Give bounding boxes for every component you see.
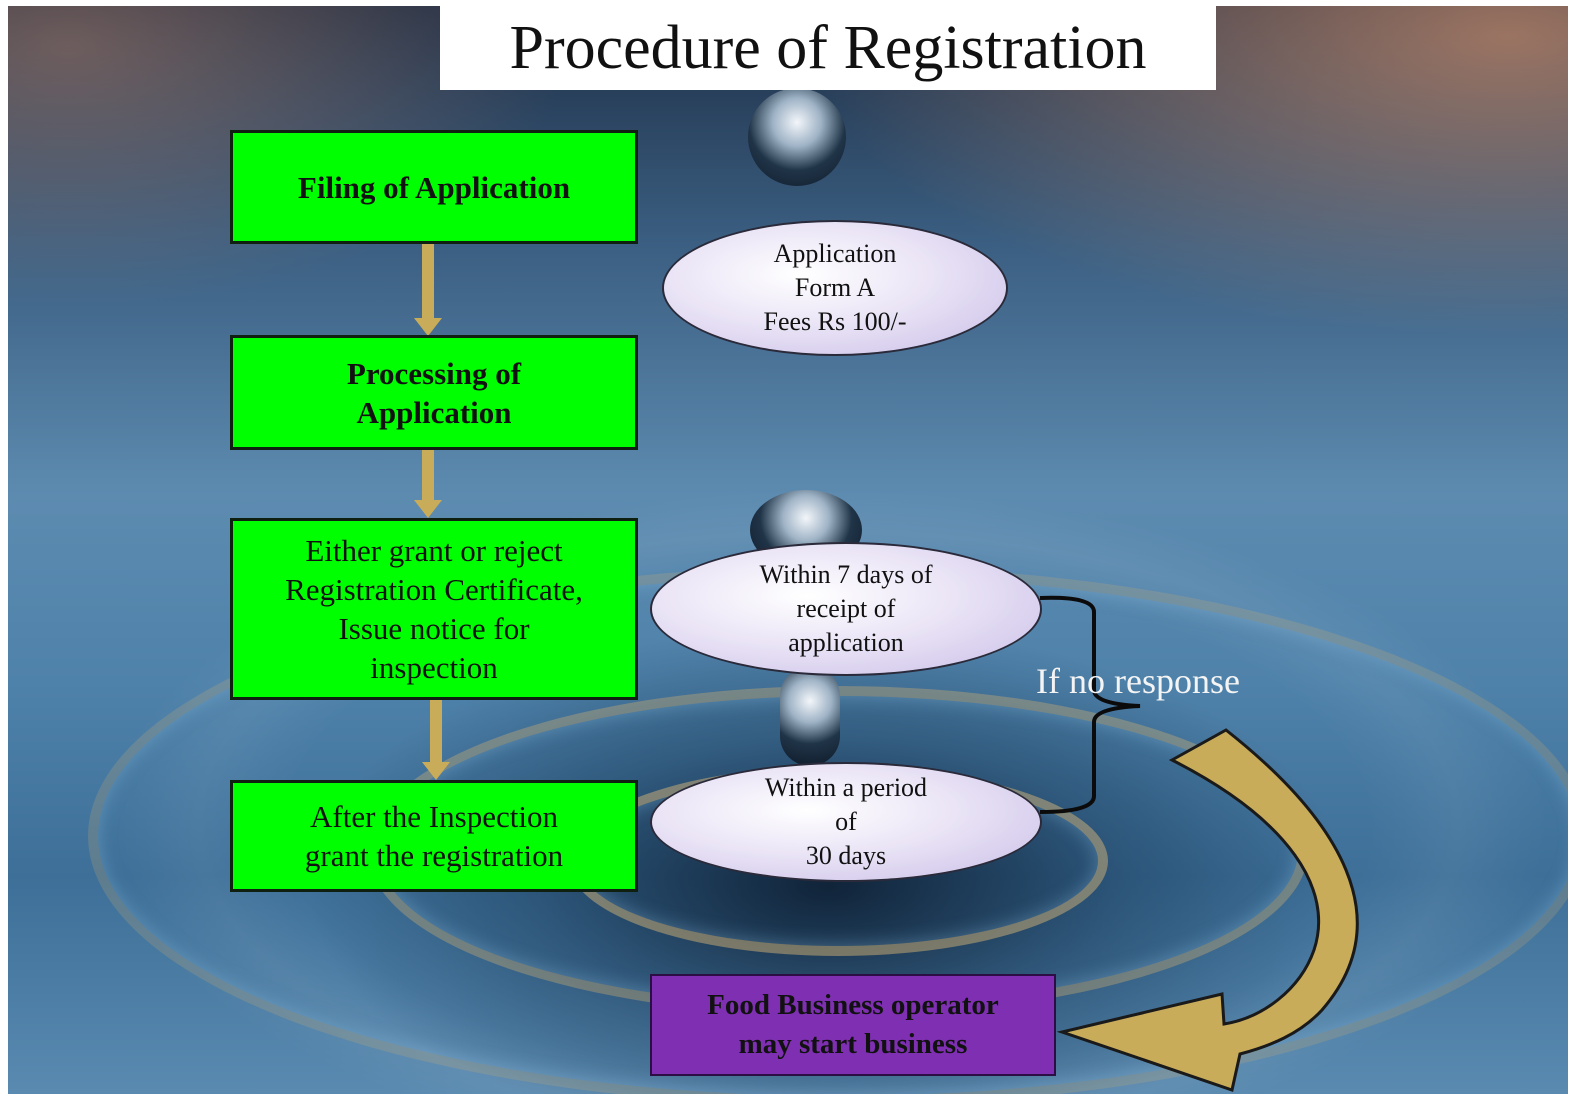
connector-1-2-head bbox=[414, 318, 442, 336]
connector-3-4 bbox=[430, 700, 442, 764]
step-grant-or-reject: Either grant or reject Registration Cert… bbox=[230, 518, 638, 700]
connector-2-3-head bbox=[414, 500, 442, 518]
no-response-label: If no response bbox=[1036, 661, 1240, 701]
curved-arrow-to-outcome bbox=[1056, 728, 1359, 1092]
connector-3-4-head bbox=[422, 762, 450, 780]
note-within-7-days: Within 7 days of receipt of application bbox=[650, 542, 1042, 676]
response-bracket bbox=[1039, 595, 1141, 814]
outcome-start-business: Food Business operator may start busines… bbox=[650, 974, 1056, 1076]
step-processing-of-application: Processing of Application bbox=[230, 335, 638, 450]
slide-title: Procedure of Registration bbox=[440, 6, 1216, 90]
connector-1-2 bbox=[422, 244, 434, 320]
step-after-inspection: After the Inspection grant the registrat… bbox=[230, 780, 638, 892]
water-column bbox=[780, 666, 840, 766]
connector-2-3 bbox=[422, 450, 434, 502]
note-application-form: Application Form A Fees Rs 100/- bbox=[662, 220, 1008, 356]
step-filing-of-application: Filing of Application bbox=[230, 130, 638, 244]
note-within-30-days: Within a period of 30 days bbox=[650, 762, 1042, 882]
water-droplet-top bbox=[748, 88, 846, 186]
